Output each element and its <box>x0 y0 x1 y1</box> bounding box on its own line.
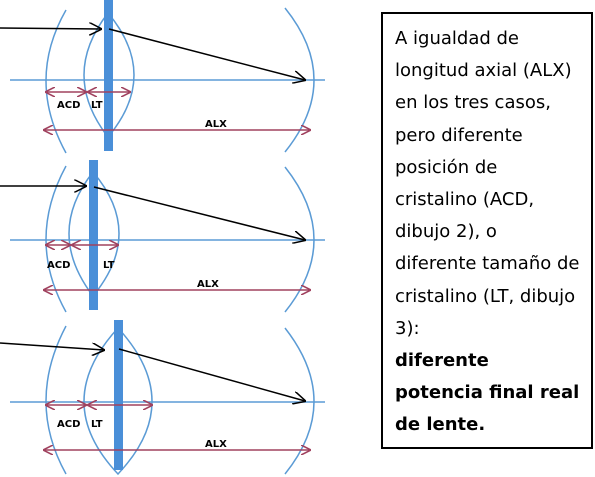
incoming-ray <box>0 28 101 29</box>
lt-label: LT <box>91 100 103 111</box>
refracted-ray <box>93 186 305 240</box>
lens-plane <box>114 320 123 470</box>
explanation-text: A igualdad de longitud axial (ALX) en lo… <box>395 28 580 339</box>
lens-outline <box>83 326 153 476</box>
alx-label: ALX <box>197 279 219 290</box>
cornea <box>45 165 67 313</box>
retina <box>284 327 315 475</box>
acd-label: ACD <box>57 419 80 430</box>
lt-label: LT <box>91 419 103 430</box>
eye-diagram-1: ACD LT ALX <box>0 0 325 154</box>
incoming-ray <box>0 342 104 350</box>
acd-label: ACD <box>57 100 80 111</box>
cornea <box>45 9 67 154</box>
explanation-conclusion: diferente potencia final real de lente. <box>395 350 580 436</box>
acd-label: ACD <box>47 260 70 271</box>
alx-label: ALX <box>205 439 227 450</box>
alx-label: ALX <box>205 119 227 130</box>
refracted-ray <box>118 348 305 401</box>
eye-diagram-3: ACD LT ALX <box>0 320 325 476</box>
lt-label: LT <box>103 260 115 271</box>
cornea <box>45 325 67 475</box>
refracted-ray <box>108 28 305 80</box>
lens-diagram: ACD LT ALX ACD LT ALX ACD LT ALX <box>0 0 325 476</box>
eye-diagram-2: ACD LT ALX <box>0 160 325 313</box>
explanation-box: A igualdad de longitud axial (ALX) en lo… <box>381 12 593 449</box>
lens-plane <box>89 160 98 310</box>
lens-plane <box>104 0 113 151</box>
